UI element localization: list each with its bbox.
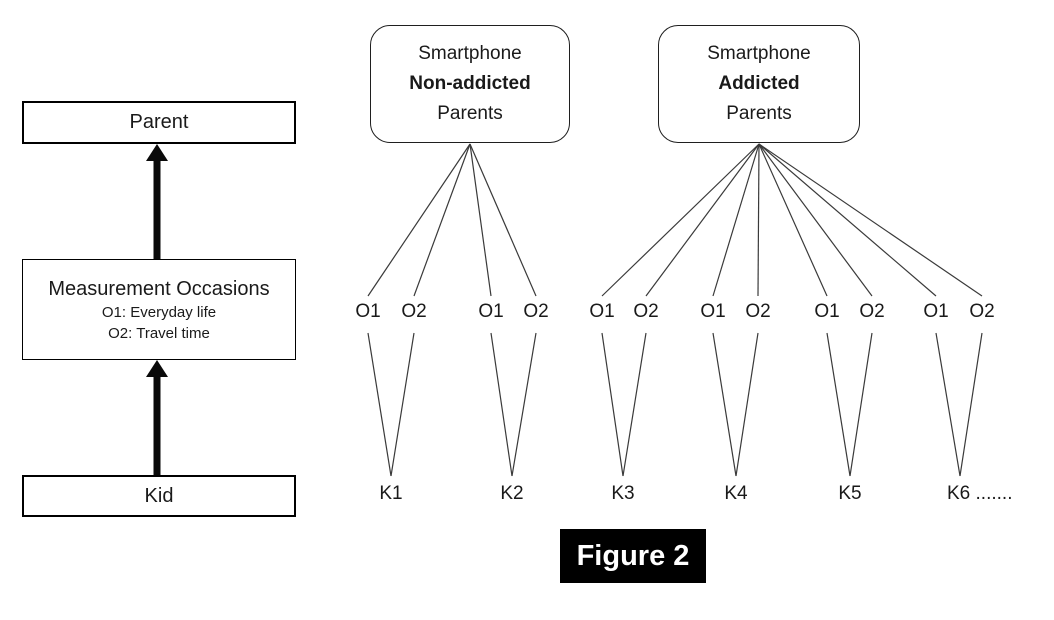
group-line: Parents [726, 103, 792, 124]
fan-line [469, 143, 537, 297]
up-arrow-measurement-to-parent [146, 144, 168, 259]
fan-line [757, 143, 760, 297]
parent-box: Parent [22, 101, 296, 144]
fan-line [758, 143, 937, 297]
kid-label: Kid [144, 484, 174, 507]
v-line [735, 332, 759, 477]
fan-line [645, 143, 760, 297]
fan-line [758, 143, 873, 297]
group-line: Parents [437, 103, 503, 124]
kid-box: Kid [22, 475, 296, 517]
o2-label: O2 [969, 301, 995, 322]
v-line [390, 332, 415, 477]
kid-k1-label: K1 [379, 483, 403, 504]
measurement-occasions-box: Measurement Occasions O1: Everyday life … [22, 259, 296, 360]
v-line [622, 332, 647, 477]
o2-label: O2 [401, 301, 427, 322]
o1-label: O1 [589, 301, 615, 322]
o1-label: O1 [814, 301, 840, 322]
o1-label: O1 [923, 301, 949, 322]
kid-k4-label: K4 [724, 483, 748, 504]
v-line [959, 332, 983, 477]
v-line [490, 332, 513, 477]
kid-k3-label: K3 [611, 483, 635, 504]
v-line [367, 332, 392, 477]
v-line [511, 332, 537, 477]
v-line [826, 332, 851, 477]
group-line-emphasis: Addicted [718, 73, 800, 94]
o2-label: O2 [523, 301, 549, 322]
v-line [712, 332, 737, 477]
fan-line [601, 143, 760, 297]
fan-line [712, 143, 760, 297]
fan-line [469, 143, 492, 297]
non-addicted-parents-box: Smartphone Non-addicted Parents [370, 25, 570, 143]
o2-label: O2 [633, 301, 659, 322]
group-line-emphasis: Non-addicted [409, 73, 531, 94]
o1-label: O1 [355, 301, 381, 322]
v-line [849, 332, 873, 477]
figure-caption-text: Figure 2 [576, 539, 690, 572]
fan-line [758, 143, 828, 297]
addicted-parents-box: Smartphone Addicted Parents [658, 25, 860, 143]
kid-k6-label: K6 ....... [947, 483, 1013, 504]
fan-line [413, 143, 471, 297]
fan-line [758, 143, 983, 297]
kid-k5-label: K5 [838, 483, 862, 504]
measurement-o2-description: O2: Travel time [108, 324, 210, 342]
o1-label: O1 [700, 301, 726, 322]
v-line [601, 332, 624, 477]
group-line: Smartphone [707, 43, 811, 64]
kid-k2-label: K2 [500, 483, 524, 504]
measurement-o1-description: O1: Everyday life [101, 303, 217, 321]
parent-label: Parent [129, 111, 189, 133]
measurement-title: Measurement Occasions [48, 277, 270, 300]
o1-label: O1 [478, 301, 504, 322]
o2-label: O2 [859, 301, 885, 322]
o2-label: O2 [745, 301, 771, 322]
fan-line [367, 143, 471, 297]
v-line [935, 332, 961, 477]
group-line: Smartphone [418, 43, 522, 64]
figure-caption: Figure 2 [560, 529, 706, 583]
up-arrow-kid-to-measurement [146, 360, 168, 475]
